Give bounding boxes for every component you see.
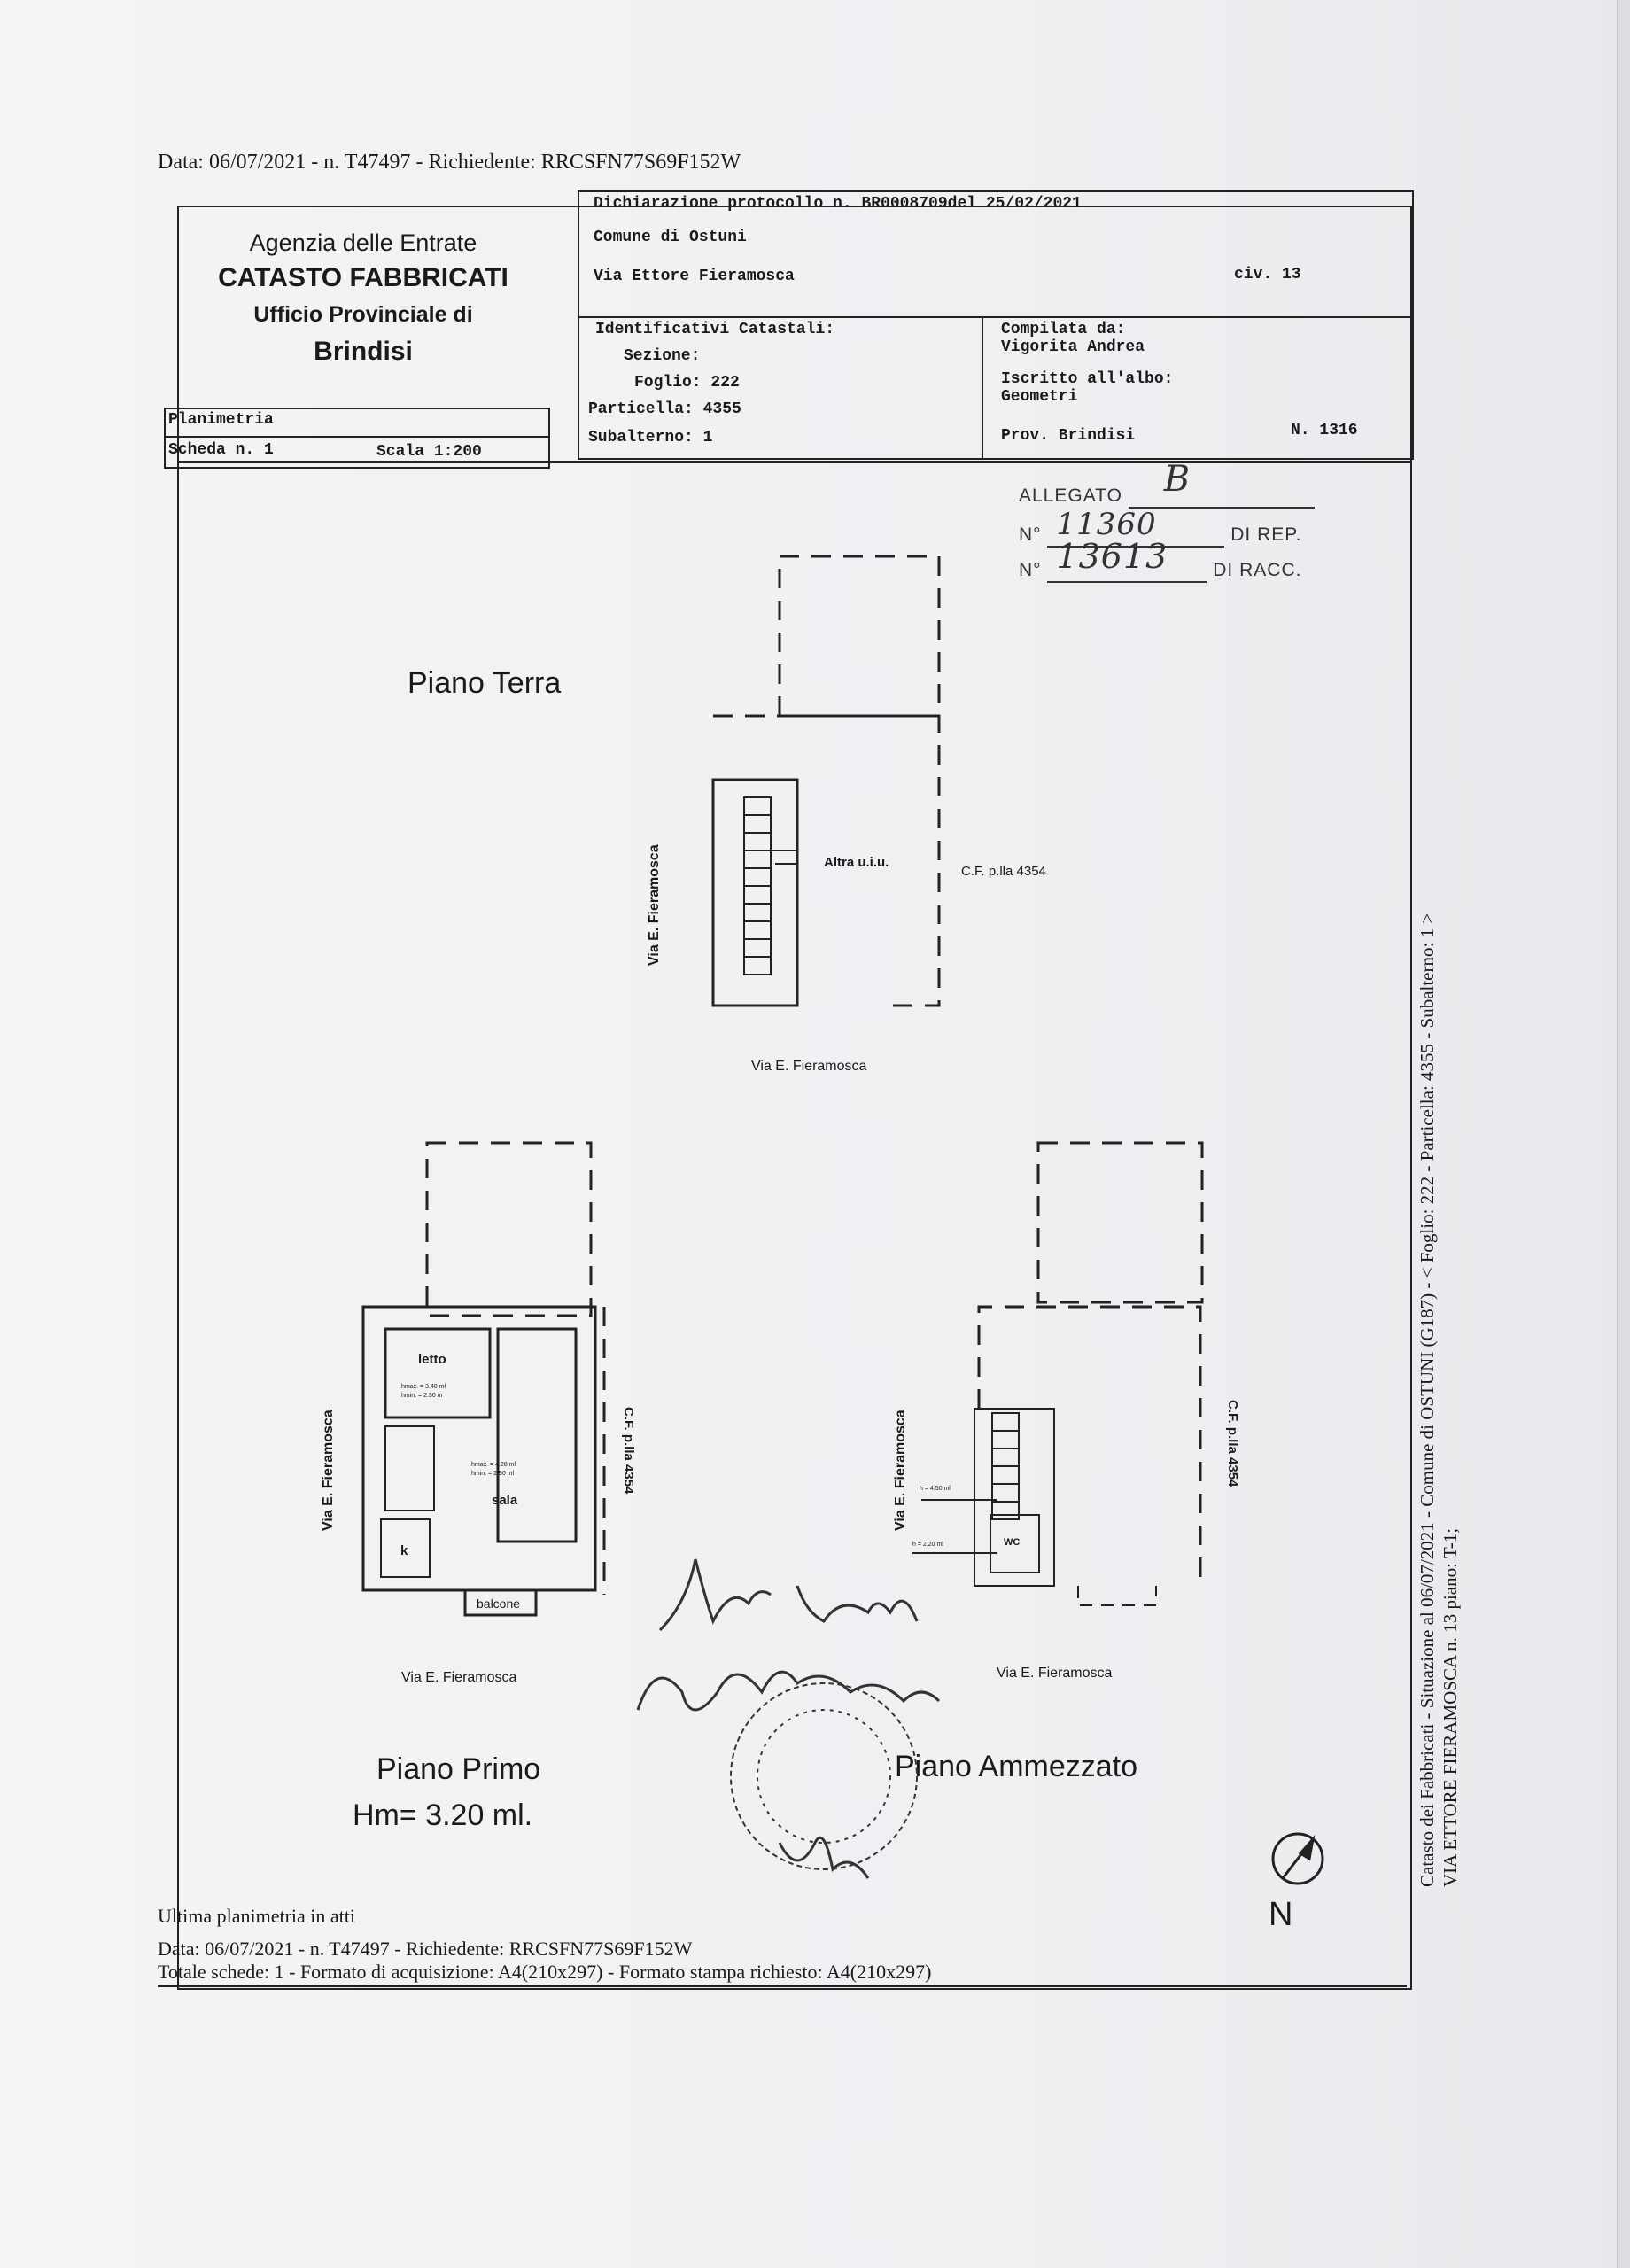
agency-city: Brindisi bbox=[314, 337, 413, 366]
north-arrow-icon bbox=[1271, 1832, 1324, 1885]
compiler-name: Vigorita Andrea bbox=[1001, 338, 1145, 356]
albo-label: Iscritto all'albo: bbox=[1001, 370, 1174, 388]
room-sala: sala bbox=[492, 1493, 518, 1508]
footer-underline bbox=[158, 1984, 1407, 1987]
particella: Particella: 4355 bbox=[588, 400, 741, 418]
civic-number: civ. 13 bbox=[1234, 266, 1301, 284]
room-k: k bbox=[400, 1543, 408, 1558]
side-text-line1: Catasto dei Fabbricati - Situazione al 0… bbox=[1417, 913, 1438, 1887]
identifiers-title: Identificativi Catastali: bbox=[595, 321, 835, 338]
scala: Scala 1:200 bbox=[376, 443, 482, 461]
side-text-line2: VIA ETTORE FIERAMOSCA n. 13 piano: T-1; bbox=[1440, 1527, 1461, 1887]
frame-inner-top bbox=[177, 461, 1410, 463]
piano-primo-label: Piano Primo bbox=[376, 1752, 541, 1786]
albo-number: N. 1316 bbox=[1291, 422, 1358, 439]
first-floor-plan bbox=[361, 1141, 606, 1617]
province: Prov. Brindisi bbox=[1001, 427, 1136, 445]
room-balcone: balcone bbox=[477, 1596, 521, 1611]
planimetria-title: Planimetria bbox=[168, 411, 274, 429]
piano-terra-label: Piano Terra bbox=[408, 666, 562, 700]
outer-frame bbox=[177, 206, 1412, 1990]
cf-plla-ground: C.F. p.lla 4354 bbox=[961, 864, 1046, 879]
compiler-label: Compilata da: bbox=[1001, 321, 1126, 338]
side-text: Catasto dei Fabbricati - Situazione al 0… bbox=[1416, 913, 1462, 1887]
mezzanine-plan bbox=[912, 1141, 1204, 1606]
comune: Comune di Ostuni bbox=[594, 229, 747, 246]
planimetria-box bbox=[164, 408, 550, 469]
height-label: Hm= 3.20 ml. bbox=[353, 1798, 533, 1832]
declaration-box bbox=[578, 190, 1414, 460]
racc-number: 13613 bbox=[1056, 537, 1168, 576]
mezzanine-h2: h = 2.20 ml bbox=[912, 1542, 943, 1548]
mezzanine-h1: h = 4.50 ml bbox=[920, 1486, 951, 1492]
allegato-letter: B bbox=[1163, 459, 1191, 500]
agency-block: Agenzia delle Entrate CATASTO FABBRICATI… bbox=[190, 226, 536, 371]
racc-prefix: N° bbox=[1019, 560, 1042, 580]
footer-data: Data: 06/07/2021 - n. T47497 - Richieden… bbox=[158, 1938, 693, 1960]
albo: Geometri bbox=[1001, 388, 1078, 406]
agency-office: Ufficio Provinciale di bbox=[253, 302, 473, 327]
street-label-ground-bottom: Via E. Fieramosca bbox=[751, 1059, 867, 1074]
rep-prefix: N° bbox=[1019, 524, 1042, 545]
paper-edge bbox=[1617, 0, 1630, 2268]
street-label-mezzanine-bottom: Via E. Fieramosca bbox=[997, 1666, 1113, 1681]
allegato-stamp: ALLEGATO B N° 11360 DI REP. N° 13613 DI … bbox=[1019, 459, 1315, 583]
sala-hmin: hmin. = 2.90 ml bbox=[471, 1471, 515, 1477]
street-label-first-bottom: Via E. Fieramosca bbox=[401, 1670, 517, 1685]
room-letto: letto bbox=[418, 1352, 446, 1367]
header-line: Data: 06/07/2021 - n. T47497 - Richieden… bbox=[158, 151, 741, 174]
agency-catasto: CATASTO FABBRICATI bbox=[218, 263, 508, 292]
footer-totale: Totale schede: 1 - Formato di acquisizio… bbox=[158, 1961, 932, 1983]
identifiers-divider bbox=[982, 316, 983, 458]
protocol: Dichiarazione protocollo n. BR0008709del… bbox=[594, 195, 1082, 213]
letto-hmax: hmax. = 3.40 ml bbox=[401, 1384, 446, 1390]
rep-number: 11360 bbox=[1056, 507, 1157, 542]
declaration-divider bbox=[578, 316, 1412, 318]
scheda: Scheda n. 1 bbox=[168, 441, 274, 459]
allegato-label: ALLEGATO bbox=[1019, 485, 1122, 506]
altra-uiu-label: Altra u.i.u. bbox=[824, 855, 889, 870]
address: Via Ettore Fieramosca bbox=[594, 268, 795, 285]
letto-hmin: hmin. = 2.30 m bbox=[401, 1393, 443, 1399]
north-label: N bbox=[1269, 1896, 1293, 1933]
foglio: Foglio: 222 bbox=[634, 374, 740, 392]
ground-floor-plan bbox=[711, 555, 941, 1007]
piano-ammezzato-label: Piano Ammezzato bbox=[895, 1750, 1138, 1783]
agency-name: Agenzia delle Entrate bbox=[249, 229, 477, 256]
sezione: Sezione: bbox=[624, 347, 701, 365]
rep-suffix: DI REP. bbox=[1230, 524, 1302, 545]
footer-ultima: Ultima planimetria in atti bbox=[158, 1905, 355, 1927]
planimetria-divider bbox=[164, 436, 548, 438]
sala-hmax: hmax. = 4.20 ml bbox=[471, 1462, 516, 1468]
subalterno: Subalterno: 1 bbox=[588, 429, 713, 447]
racc-suffix: DI RACC. bbox=[1213, 560, 1302, 580]
room-wc: WC bbox=[1004, 1537, 1021, 1548]
